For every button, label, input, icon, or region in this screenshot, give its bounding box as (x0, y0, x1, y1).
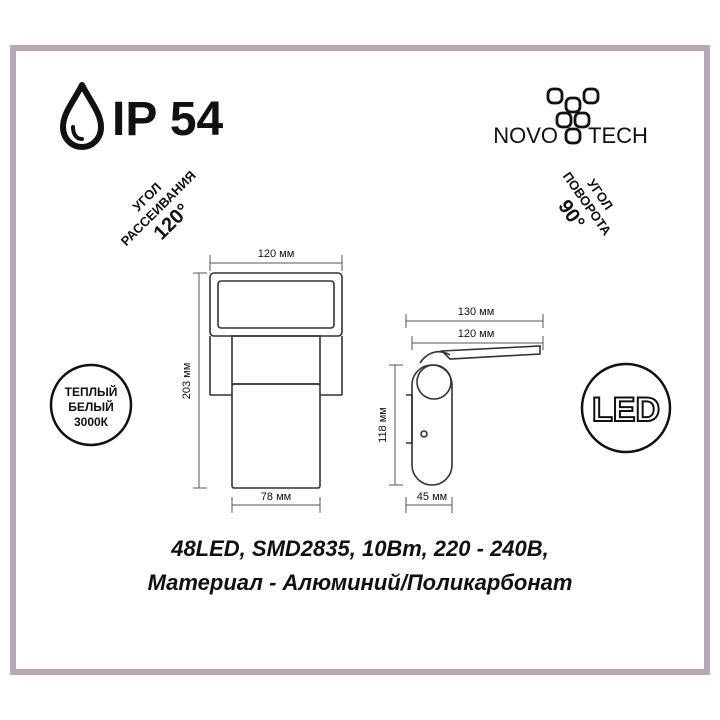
frame-border (10, 45, 710, 675)
led-badge-text: LED (592, 391, 660, 429)
brand-name-left: NOVO (493, 123, 558, 148)
front-width-label: 120 мм (258, 248, 295, 260)
rotation-angle-label: УГОЛ ПОВОРОТА 90° (553, 169, 616, 239)
brand-name-right: TECH (588, 123, 648, 148)
side-dimension-lines (389, 314, 544, 513)
front-dimension-lines (193, 255, 343, 513)
color-temp-line3: 3000К (74, 415, 109, 429)
side-arm-label: 120 мм (458, 328, 495, 340)
front-height-label: 203 мм (181, 363, 193, 400)
ip-rating: IP 54 (112, 93, 224, 146)
side-top-label: 130 мм (458, 306, 495, 318)
side-height-label: 118 мм (377, 407, 389, 443)
side-bottom-label: 45 мм (417, 491, 447, 503)
led-badge: LED (580, 362, 672, 454)
color-temp-badge: ТЕПЛЫЙ БЕЛЫЙ 3000К (49, 363, 133, 447)
brand-symbol-icon (546, 87, 600, 145)
front-view-drawing (209, 272, 343, 489)
brand-logo: NOVO TECH (493, 87, 648, 148)
beam-angle-label: УГОЛ РАССЕИВАНИЯ 120° (118, 168, 199, 249)
color-temp-line2: БЕЛЫЙ (68, 399, 113, 414)
specs-line2: Материал - Алюминий/Поликарбонат (148, 570, 573, 595)
side-view-drawing (406, 345, 541, 486)
specs-line1: 48LED, SMD2835, 10Вт, 220 - 240В, (170, 536, 549, 561)
frame: IP 54 NOVO TECH УГОЛ РАССЕИВАНИЯ 120° УГ… (10, 45, 710, 675)
front-bottom-label: 78 мм (261, 491, 291, 503)
water-drop-icon (60, 82, 104, 150)
color-temp-line1: ТЕПЛЫЙ (65, 384, 118, 399)
